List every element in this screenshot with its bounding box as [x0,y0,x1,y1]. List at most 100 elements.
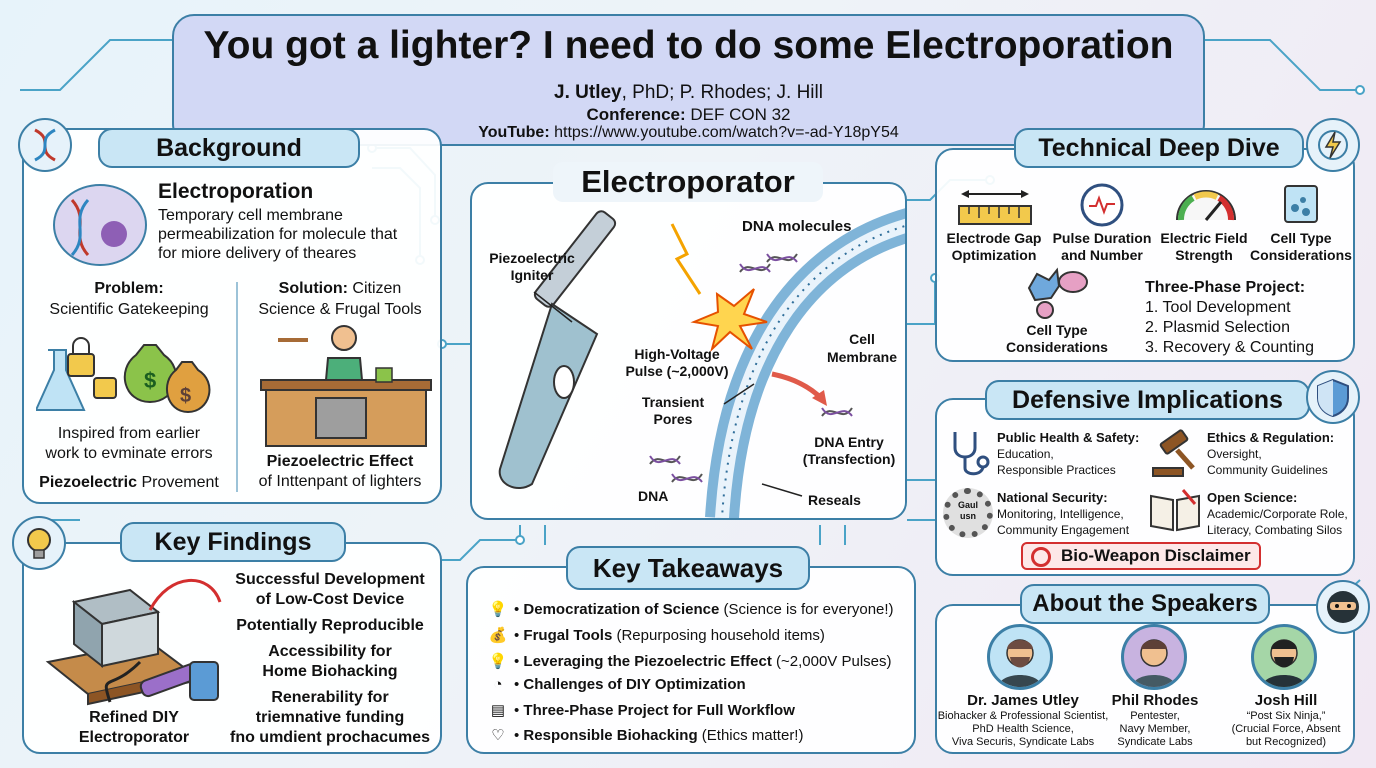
header-banner: You got a lighter? I need to do some Ele… [172,14,1205,146]
label-transient-pores: Transient Pores [628,394,718,428]
label-pulse: High-Voltage Pulse (~2,000V) [612,346,742,380]
tech-item-line: Pulse Duration [1052,230,1152,246]
def-item-line: Responsible Practices [997,463,1116,477]
solution-text: Citizen [347,280,402,297]
finding-line: Accessibility for [268,643,392,660]
technical-heading: Technical Deep Dive [1014,128,1304,168]
gauge-icon: ◔ [493,676,503,693]
tech-item-line: Optimization [951,247,1037,263]
desc-line: for miore delivery of theares [158,245,357,262]
igniter-line: Igniter [510,267,554,283]
tech-item-cell: Cell Type Considerations [1247,230,1355,264]
lightbulb-icon: 💡 [488,653,508,670]
speaker-utley: Dr. James Utley Biohacker & Professional… [933,692,1113,749]
piezo-provement: Piezoelectric Provement [24,474,234,492]
avatar-hill [1251,624,1317,690]
cell-types-icon [1027,267,1088,319]
electroporator-panel: Piezoelectric Igniter DNA molecules High… [470,182,907,520]
three-phase-block: Three-Phase Project: 1. Tool Development… [1145,278,1314,358]
takeaway-item: 💰• Frugal Tools (Repurposing household i… [488,627,825,644]
takeaway-rest: (Repurposing household items) [612,627,825,644]
youtube-line: YouTube: https://www.youtube.com/watch?v… [174,124,1203,142]
def-item-line: Academic/Corporate Role, [1207,507,1348,521]
speaker-bio: (Crucial Force, Absent [1231,723,1341,735]
entry-line: DNA Entry [814,434,884,450]
label-cell-membrane: Cell Membrane [818,330,906,366]
defensive-panel: Public Health & Safety: Education, Respo… [935,398,1355,576]
problem-text: Scientific Gatekeeping [49,301,209,318]
def-item-title: Open Science: [1207,490,1298,505]
device-label-line: Refined DIY [89,709,179,726]
page-title: You got a lighter? I need to do some Ele… [203,24,1174,67]
label-dna: DNA [638,488,669,504]
piezo-prov-rest: Provement [137,474,219,491]
def-item-line: Education, [997,447,1054,461]
def-item-title: National Security: [997,490,1108,505]
speaker-bio: Pentester, [1130,710,1180,722]
speaker-rhodes: Phil Rhodes Pentester, Navy Member, Synd… [1095,692,1215,749]
speaker-bio: PhD Health Science, [972,723,1074,735]
takeaway-rest: (Science is for everyone!) [719,601,894,618]
tech-item-gap: Electrode Gap Optimization [937,230,1051,264]
gear-text: Gaul [957,500,978,510]
piezo-effect-block: Piezoelectric Effect of Inttenpant of li… [240,452,440,492]
avatar-utley [987,624,1053,690]
piezo-prov-bold: Piezoelectric [39,474,137,491]
gauge-icon [1176,190,1236,221]
electroporation-title: Electroporation [158,180,314,203]
tech-item-pulse: Pulse Duration and Number [1045,230,1159,264]
tech-item-line: Considerations [1250,247,1352,263]
spark-icon [670,223,768,353]
defensive-heading: Defensive Implications [985,380,1310,420]
technical-panel: Electrode Gap Optimization Pulse Duratio… [935,148,1355,362]
takeaways-panel: 💡• Democratization of Science (Science i… [466,566,916,754]
dna-icon [18,118,72,172]
device-label: Refined DIY Electroporator [44,708,224,748]
inspired-line: Inspired from earlier [57,425,201,442]
youtube-link[interactable]: https://www.youtube.com/watch?v=-ad-Y18p… [549,124,899,141]
co-authors: , PhD; P. Rhodes; J. Hill [621,82,823,103]
kitchen-scientist-icon [260,325,432,447]
money-bag-icon: 💰 [488,627,508,644]
electroporator-diagram [498,208,905,518]
takeaway-bold: Three-Phase Project for Full Workflow [523,702,795,719]
pulse-line: Pulse (~2,000V) [625,363,729,379]
def-item-health: Public Health & Safety: Education, Respo… [997,430,1139,478]
tech-item-line: Electrode Gap [946,230,1042,246]
label-reseals: Reseals [808,492,861,508]
def-item-line: Community Engagement [997,523,1130,537]
prohibited-icon [1031,547,1051,567]
column-divider [236,282,238,492]
background-heading: Background [98,128,360,168]
takeaway-rest: (Ethics matter!) [697,727,804,744]
cell-type-line: Considerations [1006,339,1108,355]
takeaway-bold: Frugal Tools [523,627,613,644]
def-item-line: Oversight, [1207,447,1262,461]
stethoscope-icon [953,432,990,476]
speaker-bio: “Post Six Ninja,” [1246,710,1326,722]
speaker-bio: Navy Member, [1119,723,1191,735]
finding-line: of Low-Cost Device [255,591,405,608]
conference-line: Conference: DEF CON 32 [174,105,1203,125]
def-item-security: National Security: Monitoring, Intellige… [997,490,1129,538]
finding-line: fno umdient prochacumes [229,729,431,746]
ninja-icon [1316,580,1370,634]
def-item-line: Literacy, Combating Silos [1207,523,1343,537]
piezo-effect-text: of Inttenpant of lighters [258,473,422,490]
speaker-bio: Viva Securis, Syndicate Labs [951,736,1095,748]
phase-item: 3. Recovery & Counting [1145,339,1314,356]
authors-line: J. Utley, PhD; P. Rhodes; J. Hill [174,82,1203,104]
finding-item: Successful Development of Low-Cost Devic… [220,570,440,610]
takeaway-bold: Challenges of DIY Optimization [523,676,746,693]
finding-line: Renerability for [271,689,389,706]
takeaway-bold: Responsible Biohacking [523,727,698,744]
finding-line: triemnative funding [255,709,405,726]
stopwatch-icon [1080,183,1124,227]
conference-label: Conference: [586,105,686,124]
finding-item: Potentially Reproducible [220,616,440,636]
label-dna-entry: DNA Entry (Transfection) [790,434,908,468]
igniter-line: Piezoelectric [489,250,575,266]
takeaway-item: 💡• Democratization of Science (Science i… [488,601,894,618]
takeaway-item: ♡• Responsible Biohacking (Ethics matter… [488,726,803,744]
conference-value: DEF CON 32 [685,105,791,124]
